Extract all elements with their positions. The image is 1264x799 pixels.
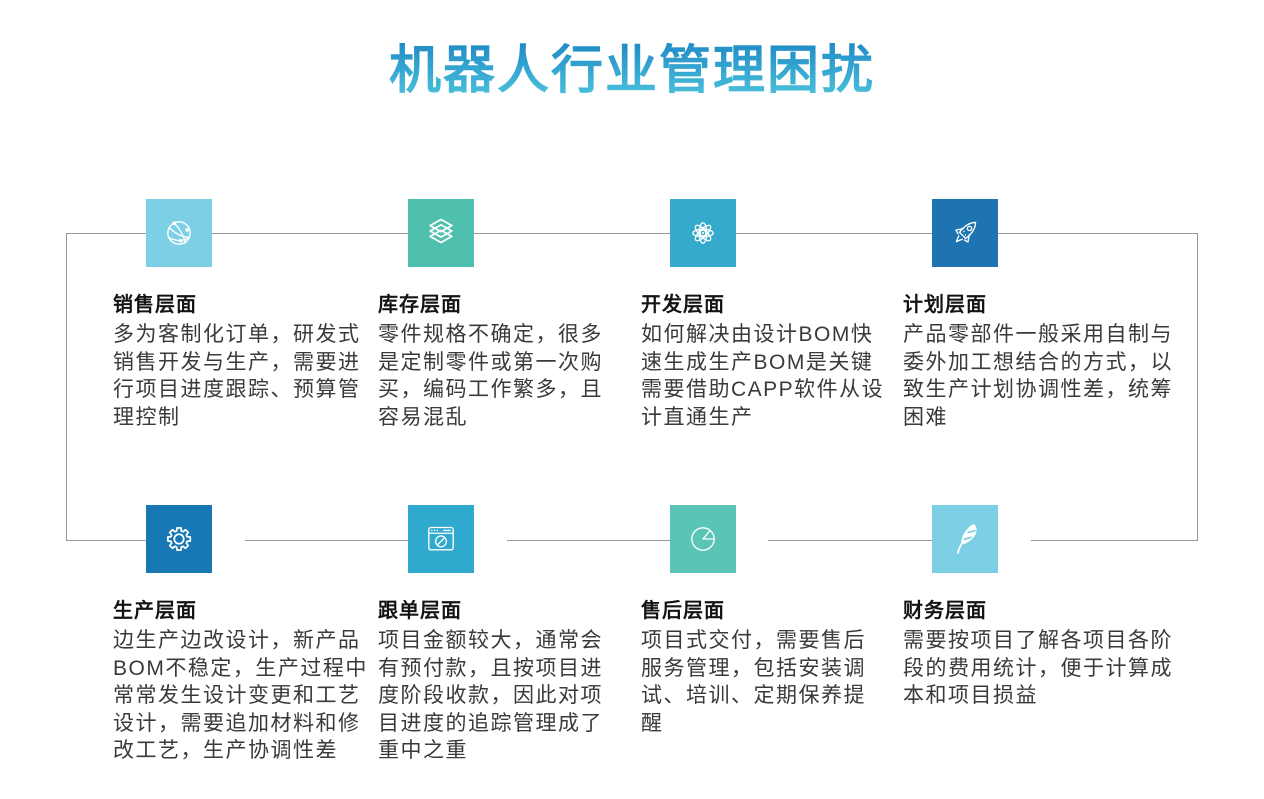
order-tracking-icon-tile xyxy=(408,505,474,573)
atom-icon xyxy=(692,222,714,244)
globe-network-icon xyxy=(167,221,191,245)
item-body: 多为客制化订单，研发式 销售开发与生产，需要进 行项目进度跟踪、预算管 理控制 xyxy=(113,323,361,429)
item-planning: 计划层面 产品零部件一般采用自制与 委外加工想结合的方式，以 致生产计划协调性差… xyxy=(903,199,1203,431)
pie-chart-icon xyxy=(691,527,715,551)
connector-line xyxy=(245,540,408,541)
sales-icon-tile xyxy=(146,199,212,267)
item-title: 销售层面 xyxy=(113,294,197,316)
gear-icon xyxy=(166,526,192,552)
item-inventory: 库存层面 零件规格不确定，很多 是定制零件或第一次购 买，编码工作繁多，且 容易… xyxy=(378,199,678,431)
inventory-icon-tile xyxy=(408,199,474,267)
connector-line xyxy=(768,540,932,541)
connector-line xyxy=(507,540,670,541)
item-order-tracking: 跟单层面 项目金额较大，通常会 有预付款，且按项目进 度阶段收款，因此对项 目进… xyxy=(378,505,678,765)
item-title: 生产层面 xyxy=(113,600,197,622)
production-icon-tile xyxy=(146,505,212,573)
item-development: 开发层面 如何解决由设计BOM快 速生成生产BOM是关键 需要借助CAPP软件从… xyxy=(641,199,941,431)
connector-line xyxy=(66,233,146,234)
connector-line xyxy=(474,233,670,234)
planning-icon-tile xyxy=(932,199,998,267)
item-sales: 销售层面 多为客制化订单，研发式 销售开发与生产，需要进 行项目进度跟踪、预算管… xyxy=(113,199,413,431)
item-title: 跟单层面 xyxy=(378,600,462,622)
item-title: 库存层面 xyxy=(378,294,462,316)
item-body: 项目金额较大，通常会 有预付款，且按项目进 度阶段收款，因此对项 目进度的追踪管… xyxy=(378,629,603,762)
item-body: 如何解决由设计BOM快 速生成生产BOM是关键 需要借助CAPP软件从设 计直通… xyxy=(641,323,885,429)
finance-icon-tile xyxy=(932,505,998,573)
browser-compass-icon xyxy=(428,526,454,551)
page-title: 机器人行业管理困扰 xyxy=(0,40,1264,102)
connector-line xyxy=(66,233,67,540)
item-body: 需要按项目了解各项目各阶 段的费用统计，便于计算成 本和项目损益 xyxy=(903,629,1173,707)
connector-line xyxy=(66,540,146,541)
after-sales-icon-tile xyxy=(670,505,736,573)
item-title: 财务层面 xyxy=(903,600,987,622)
connector-line xyxy=(1031,540,1197,541)
item-title: 开发层面 xyxy=(641,294,725,316)
connector-line xyxy=(1197,233,1198,541)
item-production: 生产层面 边生产边改设计，新产品 BOM不稳定，生产过程中 常常发生设计变更和工… xyxy=(113,505,413,765)
rocket-icon xyxy=(955,221,977,243)
item-body: 项目式交付，需要售后 服务管理，包括安装调 试、培训、定期保养提 醒 xyxy=(641,629,866,735)
connector-line xyxy=(212,233,408,234)
item-title: 计划层面 xyxy=(903,294,987,316)
item-finance: 财务层面 需要按项目了解各项目各阶 段的费用统计，便于计算成 本和项目损益 xyxy=(903,505,1203,710)
connector-line xyxy=(736,233,932,234)
development-icon-tile xyxy=(670,199,736,267)
item-body: 边生产边改设计，新产品 BOM不稳定，生产过程中 常常发生设计变更和工艺 设计，… xyxy=(113,629,368,762)
item-title: 售后层面 xyxy=(641,600,725,622)
connector-line xyxy=(998,233,1197,234)
item-after-sales: 售后层面 项目式交付，需要售后 服务管理，包括安装调 试、培训、定期保养提 醒 xyxy=(641,505,941,737)
feather-icon xyxy=(957,524,977,554)
layers-icon xyxy=(429,218,453,244)
item-body: 产品零部件一般采用自制与 委外加工想结合的方式，以 致生产计划协调性差，统筹 困… xyxy=(903,323,1173,429)
item-body: 零件规格不确定，很多 是定制零件或第一次购 买，编码工作繁多，且 容易混乱 xyxy=(378,323,603,429)
